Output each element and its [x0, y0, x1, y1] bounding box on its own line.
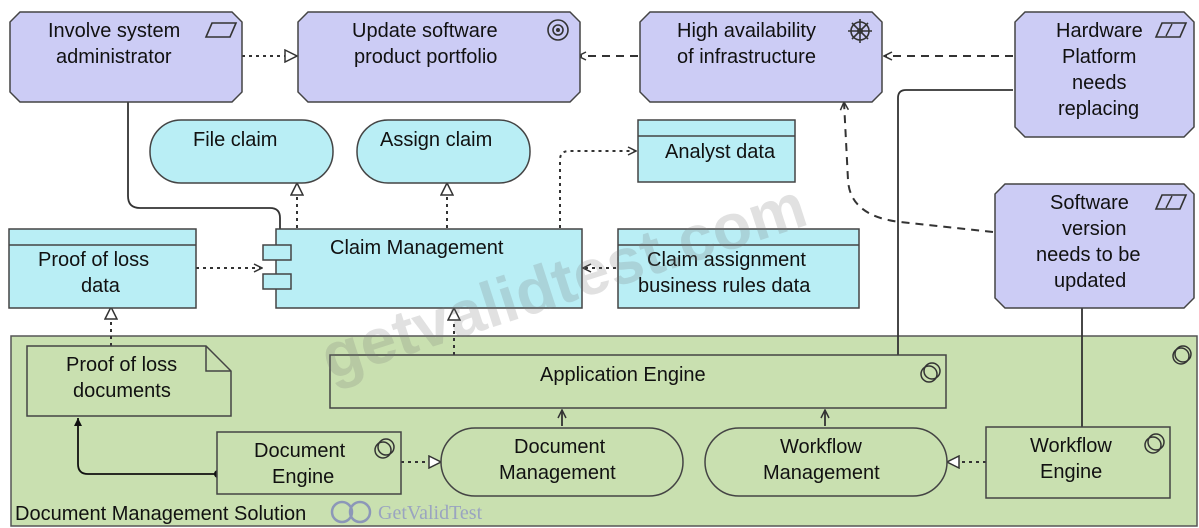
- stakeholder-icon: [204, 22, 238, 38]
- goal-label-line2: product portfolio: [354, 46, 497, 68]
- stakeholder-label-line1: Involve system: [48, 20, 180, 42]
- service-workflow-management[interactable]: Workflow Management: [704, 427, 948, 497]
- software-driver-icon: [1154, 194, 1188, 210]
- document-management-label-line1: Document: [514, 436, 606, 458]
- workflow-engine-label-line1: Workflow: [1030, 435, 1112, 457]
- claim-assignment-label-line2: business rules data: [638, 275, 811, 297]
- footer-logo-text: GetValidTest: [378, 502, 483, 524]
- data-object-proof-of-loss[interactable]: Proof of loss data: [8, 228, 197, 309]
- hardware-label-line4: replacing: [1058, 98, 1139, 120]
- component-claim-management[interactable]: Claim Management: [262, 228, 583, 309]
- node-icon: [1172, 345, 1192, 365]
- proof-docs-label-line2: documents: [73, 380, 171, 402]
- system-software-application-engine[interactable]: Application Engine: [329, 354, 947, 409]
- proof-data-label-line2: data: [81, 275, 121, 297]
- file-claim-label: File claim: [193, 129, 277, 151]
- data-object-analyst[interactable]: Analyst data: [637, 119, 796, 183]
- edge-software-principle: [844, 102, 994, 233]
- principle-label-line2: of infrastructure: [677, 46, 816, 68]
- data-object-claim-assignment[interactable]: Claim assignment business rules data: [617, 228, 860, 309]
- software-label-line4: updated: [1054, 270, 1126, 292]
- proof-data-label-line1: Proof of loss: [38, 249, 149, 271]
- service-assign-claim[interactable]: Assign claim: [356, 119, 531, 184]
- hardware-driver-icon: [1154, 22, 1188, 38]
- workflow-management-label-line2: Management: [763, 462, 880, 484]
- workflow-engine-label-line2: Engine: [1040, 461, 1102, 483]
- software-label-line2: version: [1062, 218, 1126, 240]
- edge-stakeholder-claim: [127, 92, 281, 230]
- goal-update-software[interactable]: Update software product portfolio: [297, 11, 581, 103]
- hardware-label-line3: needs: [1072, 72, 1127, 94]
- claim-assignment-label-line1: Claim assignment: [647, 249, 806, 271]
- goal-target-icon: [547, 19, 569, 41]
- component-icon-top: [262, 244, 292, 261]
- goal-label-line1: Update software: [352, 20, 498, 42]
- component-icon-bottom: [262, 273, 292, 290]
- footer-logo-icon: [330, 500, 372, 524]
- system-software-workflow-engine[interactable]: Workflow Engine: [985, 426, 1171, 499]
- document-engine-label-line1: Document: [254, 440, 346, 462]
- software-label-line3: needs to be: [1036, 244, 1141, 266]
- assessment-hardware-platform[interactable]: Hardware Platform needs replacing: [1014, 11, 1195, 138]
- document-engine-label-line2: Engine: [272, 466, 334, 488]
- stakeholder-involve-admin[interactable]: Involve system administrator: [9, 11, 243, 103]
- node-label: Document Management Solution: [15, 503, 306, 525]
- service-document-management[interactable]: Document Management: [440, 427, 684, 497]
- principle-label-line1: High availability: [677, 20, 816, 42]
- analyst-data-label: Analyst data: [665, 141, 776, 163]
- document-engine-icon: [374, 438, 395, 459]
- hardware-label-line2: Platform: [1062, 46, 1136, 68]
- proof-docs-label-line1: Proof of loss: [66, 354, 177, 376]
- system-software-document-engine[interactable]: Document Engine: [216, 431, 402, 495]
- system-software-icon: [920, 362, 941, 383]
- principle-wheel-icon: [848, 19, 872, 43]
- principle-high-availability[interactable]: High availability of infrastructure: [639, 11, 883, 103]
- document-management-label-line2: Management: [499, 462, 616, 484]
- workflow-engine-icon: [1144, 433, 1165, 454]
- edge-claim-analystdata: [559, 151, 636, 228]
- assign-claim-label: Assign claim: [380, 129, 492, 151]
- edge-docengine-proofdocs: [74, 418, 222, 478]
- service-file-claim[interactable]: File claim: [149, 119, 334, 184]
- assessment-software-version[interactable]: Software version needs to be updated: [994, 183, 1195, 309]
- software-label-line1: Software: [1050, 192, 1129, 214]
- hardware-label-line1: Hardware: [1056, 20, 1143, 42]
- stakeholder-label-line2: administrator: [56, 46, 172, 68]
- workflow-management-label-line1: Workflow: [780, 436, 862, 458]
- claim-management-label: Claim Management: [330, 237, 504, 259]
- artifact-proof-of-loss-documents[interactable]: Proof of loss documents: [26, 345, 232, 417]
- application-engine-label: Application Engine: [540, 364, 706, 386]
- edge-hardware-appengine: [897, 89, 1013, 355]
